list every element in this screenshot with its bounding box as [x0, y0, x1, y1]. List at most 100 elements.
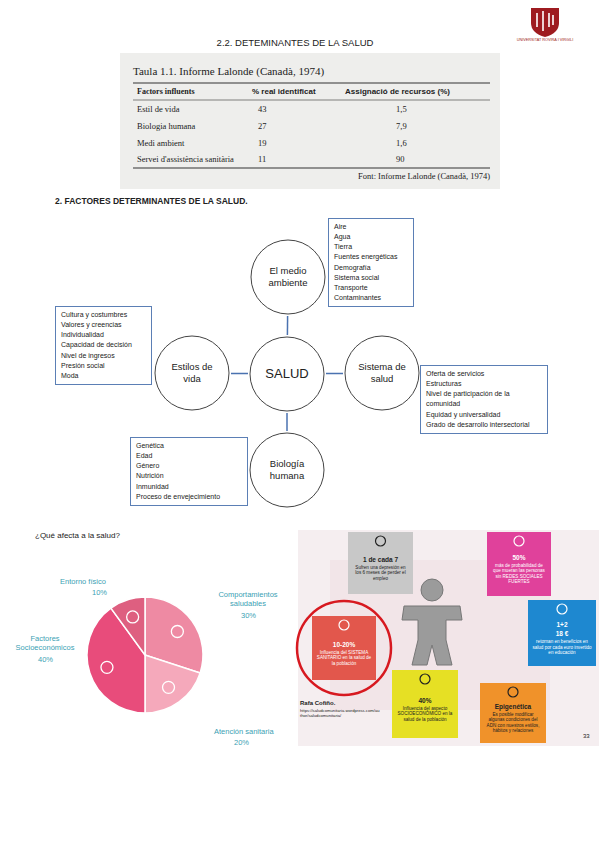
list-item: Equidad y universalidad	[426, 410, 542, 420]
panel-text: Influencia del aspecto SOCIOECONÓMICO en…	[396, 706, 454, 723]
text-label: 10%	[92, 588, 107, 597]
list-item: Oferta de servicios	[426, 369, 542, 379]
panel-text: retornan en beneficios en salud por cada…	[532, 639, 592, 656]
icon-shape	[514, 536, 524, 546]
highlight-ring	[297, 601, 391, 695]
figure-head	[421, 579, 443, 601]
factor-list-box: GenéticaEdadGéneroNutriciónInmunidadProc…	[130, 437, 248, 506]
list-item: Género	[136, 461, 242, 471]
icon-shape	[376, 536, 386, 546]
panel-text: 50%	[491, 554, 547, 562]
text-label: Factores Socioeconómicos	[5, 634, 85, 652]
icon-shape	[420, 674, 430, 684]
panel-text: 1+2	[532, 621, 592, 629]
panel-icon	[312, 618, 376, 633]
info-panel: 40%Influencia del aspecto SOCIOECONÓMICO…	[392, 670, 458, 738]
text-label: 33	[583, 733, 590, 740]
info-panel: 1 de cada 7Sufren una depresión en los 6…	[348, 532, 413, 594]
info-panel: EpigenéticaEs posible modificar algunas …	[480, 683, 546, 743]
panel-text: Influencia del SISTEMA SANITARIO en la s…	[316, 650, 372, 667]
connector-line	[287, 316, 289, 335]
logo-stripes	[537, 11, 553, 31]
logo-crest	[531, 8, 559, 37]
table-rule	[133, 100, 490, 101]
list-item: Nivel de ingresos	[61, 351, 146, 361]
text-label: 7,9	[396, 121, 407, 131]
text-label: % real identificat	[252, 87, 316, 97]
panel-text: Epigenética	[484, 703, 542, 711]
text-label: Assignació de recursos (%)	[345, 87, 450, 97]
node-text: El medio ambiente	[260, 265, 316, 289]
determinant-circle: Sistema de salud	[344, 335, 420, 411]
figure-body	[402, 606, 462, 665]
text-label: Rafa Cofiño.	[300, 700, 335, 707]
text-label: Factors influents	[137, 87, 195, 97]
node-text: SALUD	[265, 366, 308, 382]
list-item: Individualidad	[61, 330, 146, 340]
list-item: Tierra	[334, 242, 408, 252]
connector-line	[326, 373, 343, 375]
list-item: Transporte	[334, 283, 408, 293]
icon-shape	[508, 687, 518, 697]
determinant-circle: Estilos de vida	[154, 335, 230, 411]
text-label: Atención sanitaria	[214, 727, 274, 736]
list-item: Agua	[334, 232, 408, 242]
page-title: 2.2. DETEMINANTES DE LA SALUD	[217, 37, 374, 48]
connector-line	[286, 413, 288, 431]
list-item: Nutrición	[136, 471, 242, 481]
pie-icon	[101, 661, 113, 673]
panel-text: 18 €	[532, 630, 592, 638]
panel-text: 1 de cada 7	[352, 556, 409, 564]
circle-text-box: El medio ambiente	[250, 239, 326, 315]
panel-icon	[392, 672, 458, 687]
determinant-circle: El medio ambiente	[250, 239, 326, 315]
text-label: Entorno físico	[60, 577, 106, 586]
text-label: 90	[396, 154, 405, 164]
text-label: 2. FACTORES DETERMINANTES DE LA SALUD.	[55, 196, 248, 206]
infographic-ground	[298, 530, 599, 746]
circle-text-box: Estilos de vida	[154, 335, 230, 411]
list-item: Estructuras	[426, 379, 542, 389]
circle-text-box: Biología humana	[249, 432, 325, 508]
text-label: Estil de vida	[137, 104, 180, 114]
node-text: Biología humana	[259, 458, 315, 482]
factor-list-box: Cultura y costumbresValores y creenciasI…	[55, 306, 152, 385]
factor-list-box: AireAguaTierraFuentes energéticasDemogra…	[328, 218, 414, 307]
info-panel: 50%más de probabilidad de que mueran las…	[487, 532, 551, 596]
panel-icon	[348, 534, 413, 549]
circle-shape	[250, 433, 324, 507]
text-label: Biologia humana	[137, 121, 195, 131]
text-label: 43	[258, 104, 267, 114]
table-rule	[133, 83, 490, 84]
connector-line	[231, 373, 248, 375]
list-item: Grado de desarrollo intersectorial	[426, 420, 542, 430]
table-rule	[133, 168, 490, 169]
text-label: https://saludcomunitaria.wordpress.com/a…	[300, 708, 380, 718]
list-item: Sistema social	[334, 273, 408, 283]
text-label: 19	[258, 138, 267, 148]
list-item: Aire	[334, 222, 408, 232]
pie-icon	[163, 681, 175, 693]
list-item: Capacidad de decisión	[61, 340, 146, 350]
text-label: ¿Qué afecta a la salud?	[35, 531, 120, 541]
panel-text: 10-20%	[316, 641, 372, 649]
text-label: 30%	[241, 611, 256, 620]
list-item: Cultura y costumbres	[61, 310, 146, 320]
text-label: Font: Informe Lalonde (Canadà, 1974)	[358, 171, 490, 181]
text-label: Taula 1.1. Informe Lalonde (Canadà, 1974…	[133, 65, 324, 78]
circle-text-box: Sistema de salud	[344, 335, 420, 411]
icon-shape	[339, 620, 349, 630]
list-item: Inmunidad	[136, 482, 242, 492]
info-panel: 10-20%Influencia del SISTEMA SANITARIO e…	[312, 616, 376, 680]
node-text: Estilos de vida	[164, 361, 220, 385]
text-label: 20%	[234, 738, 249, 747]
list-item: Demografía	[334, 263, 408, 273]
circle-text-box: SALUD	[249, 336, 325, 412]
panel-icon	[480, 685, 546, 700]
text-label: 1,5	[396, 104, 407, 114]
text-label: UNIVERSITAT ROVIRA I VIRGILI	[517, 38, 574, 43]
pie-slice	[111, 597, 145, 655]
circle-shape	[155, 336, 229, 410]
list-item: Edad	[136, 451, 242, 461]
list-item: Proceso de envejecimiento	[136, 492, 242, 502]
